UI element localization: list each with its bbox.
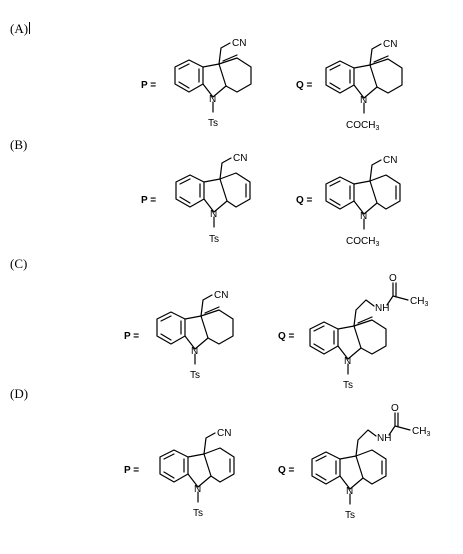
option-c-label: (C) (10, 256, 28, 271)
option-c-q-label: Q = (278, 331, 295, 342)
option-b-label: (B) (10, 137, 28, 152)
b-q-n: N (360, 211, 367, 222)
b-q-acetyl: COCH3 (346, 236, 379, 248)
b-q-cn: CN (383, 155, 397, 166)
d-p-ts: Ts (193, 508, 203, 519)
option-b-p-structure (175, 157, 251, 228)
c-q-o: O (389, 273, 397, 284)
d-p-n: N (194, 484, 201, 495)
option-c-p-structure (156, 294, 234, 365)
c-p-n: N (191, 346, 198, 357)
a-p-cn: CN (232, 38, 246, 49)
c-q-ch3: CH3 (410, 296, 428, 308)
c-q-n: N (344, 356, 351, 367)
option-c-p-label: P = (124, 331, 139, 342)
c-p-cn: CN (214, 290, 228, 301)
option-a-label: (A) (10, 21, 31, 36)
option-a-q-structure (325, 43, 403, 114)
option-a-p-label: P = (141, 80, 156, 91)
option-b-q-structure (325, 159, 401, 230)
d-q-o: O (391, 403, 399, 414)
a-q-acetyl: COCH3 (346, 120, 379, 132)
text-cursor (29, 22, 31, 34)
option-b-p-label: P = (141, 195, 156, 206)
option-a-q-label: Q = (296, 80, 313, 91)
option-b-q-label: Q = (296, 195, 313, 206)
option-d-q-label: Q = (278, 465, 295, 476)
a-q-n: N (360, 95, 367, 106)
a-q-cn: CN (383, 39, 397, 50)
d-q-ts: Ts (345, 510, 355, 521)
option-d-label: (D) (10, 386, 29, 401)
b-p-ts: Ts (209, 234, 219, 245)
option-c-q-structure (309, 282, 409, 375)
d-p-cn: CN (217, 428, 231, 439)
option-a-p-structure (174, 42, 252, 113)
b-p-cn: CN (233, 153, 247, 164)
c-q-ts: Ts (343, 380, 353, 391)
option-d-p-label: P = (124, 465, 139, 476)
a-p-ts: Ts (208, 118, 218, 129)
option-d-q-structure (311, 412, 411, 505)
d-q-ch3: CH3 (412, 426, 430, 438)
c-p-ts: Ts (190, 370, 200, 381)
b-p-n: N (210, 209, 217, 220)
c-q-nh: NH (375, 303, 389, 314)
option-d-p-structure (159, 432, 235, 503)
a-p-n: N (209, 94, 216, 105)
d-q-nh: NH (377, 433, 391, 444)
d-q-n: N (346, 486, 353, 497)
